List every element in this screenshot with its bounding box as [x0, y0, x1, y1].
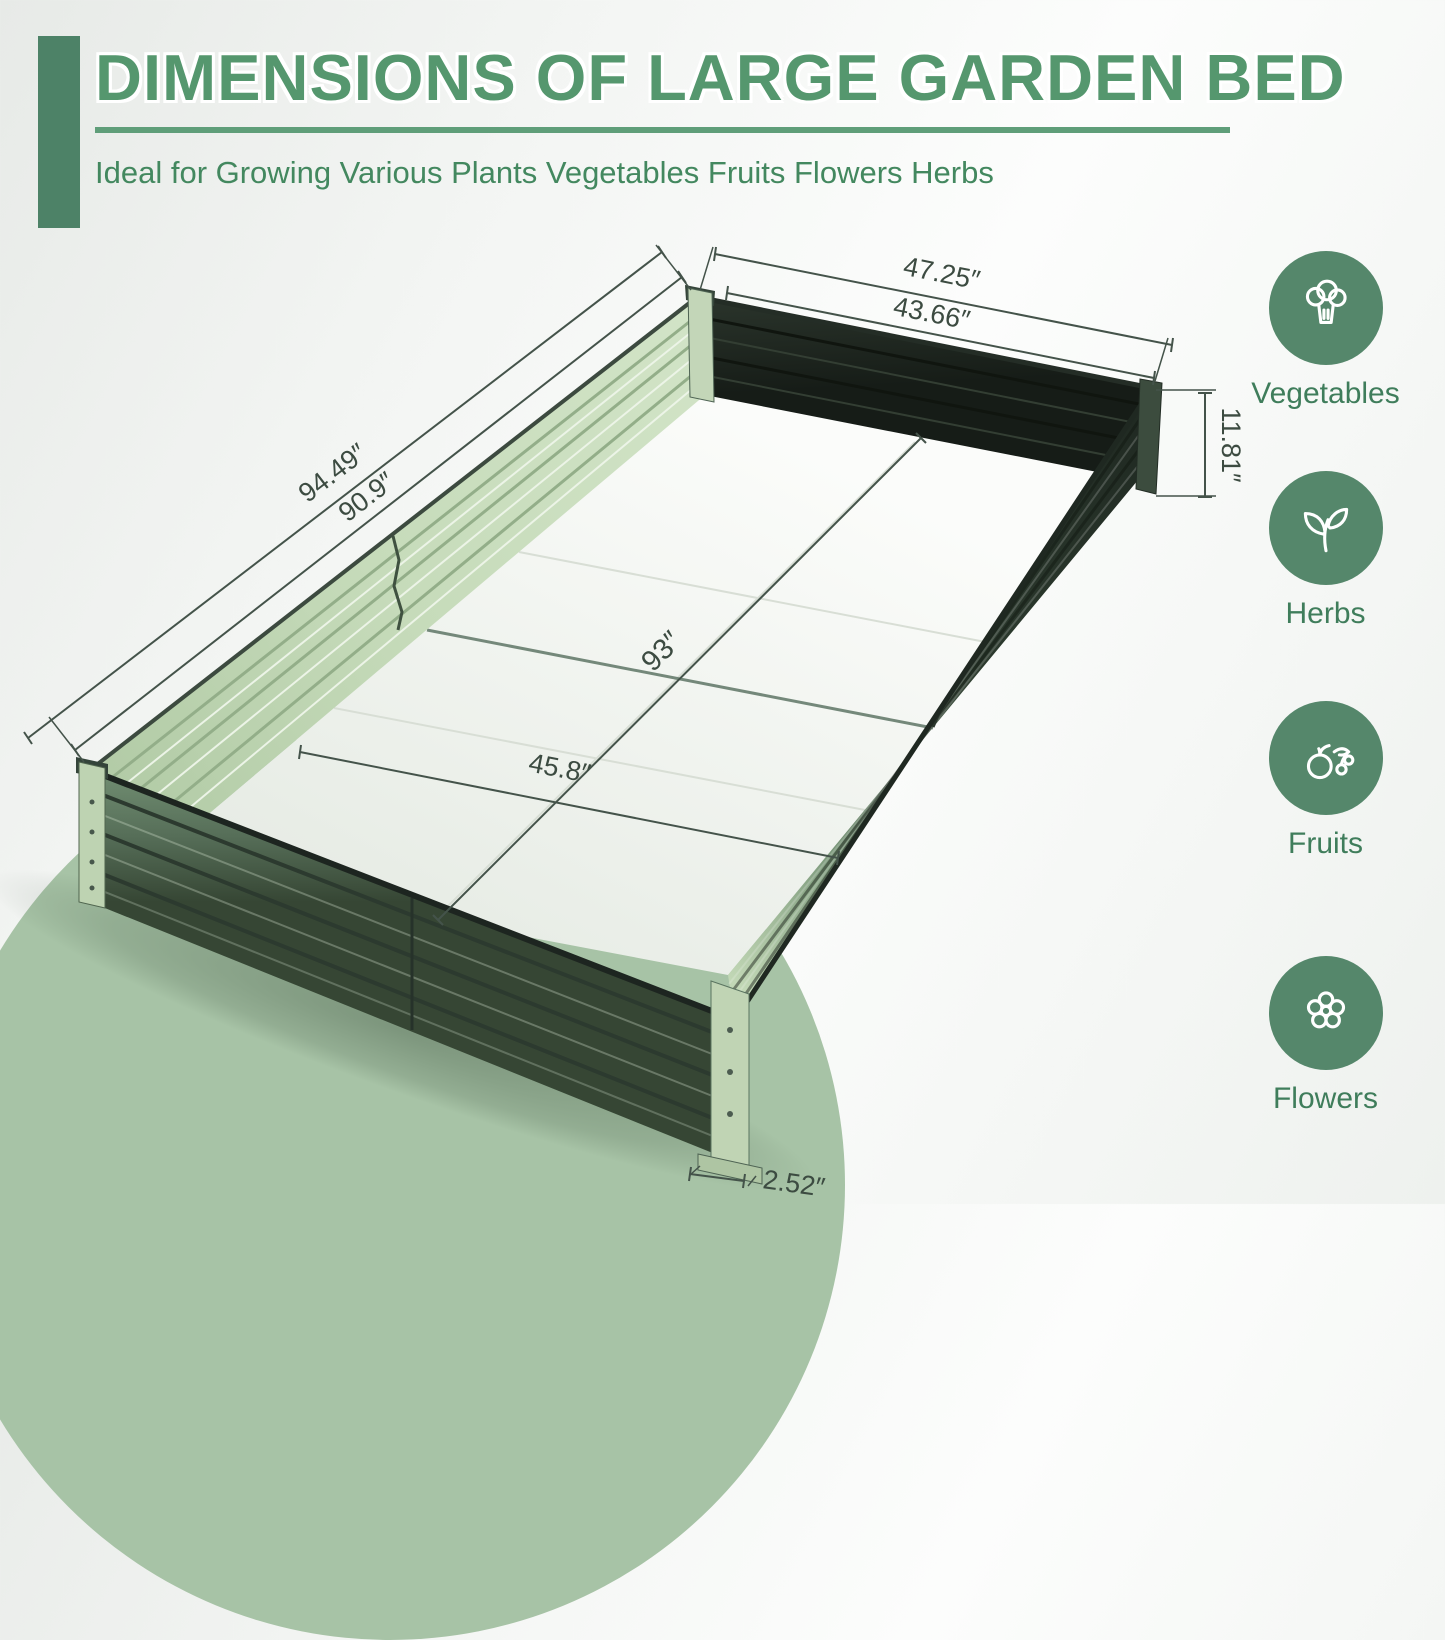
header: DIMENSIONS OF LARGE GARDEN BED Ideal for…: [95, 40, 1346, 191]
dim-label-height: 11.81″: [1216, 407, 1246, 483]
rim-trim: [88, 294, 1155, 1023]
fruits-circle: [1268, 701, 1383, 815]
left-wall-corrugation: [99, 313, 705, 851]
right-wall: [728, 388, 1152, 1020]
back-wall: [697, 297, 1152, 480]
category-flowers: Flowers: [1238, 956, 1413, 1116]
category-label: Herbs: [1285, 597, 1366, 630]
corner-post-front: [697, 980, 763, 1185]
front-wall-corrugation: [89, 788, 736, 1146]
category-label: Fruits: [1288, 827, 1363, 860]
dim-label-outer-width: 47.25″: [901, 251, 983, 296]
category-fruits: Fruits: [1238, 701, 1413, 861]
fruit-icon: [1306, 744, 1354, 780]
garden-bed: [76, 285, 1163, 1185]
broccoli-icon: [1305, 279, 1347, 324]
corner-post-left: [76, 757, 108, 909]
flowers-circle: [1268, 956, 1383, 1070]
corner-foot-plate: [697, 1153, 763, 1185]
herb-leaf-icon: [1303, 507, 1348, 553]
corner-post-right: [1135, 378, 1163, 495]
category-column: Vegetables Herbs: [1238, 0, 1413, 1204]
herbs-circle: [1268, 471, 1383, 585]
page-title: DIMENSIONS OF LARGE GARDEN BED: [95, 41, 1346, 114]
category-herbs: Herbs: [1238, 471, 1413, 631]
dimension-annotations: [23, 244, 1216, 1189]
category-label: Flowers: [1272, 1082, 1378, 1115]
category-label: Vegetables: [1251, 377, 1400, 410]
dim-label-corner-foot: 2.52″: [761, 1164, 827, 1202]
category-vegetables: Vegetables: [1238, 251, 1413, 411]
flower-icon: [1306, 991, 1345, 1029]
vegetables-circle: [1268, 251, 1383, 365]
garden-bed-diagram: 47.25″ 43.66″ 94.49″ 90.9″ 11.81″ 93″ 45…: [0, 244, 1246, 1203]
back-wall-corrugation: [698, 315, 1150, 463]
accent-bar: [38, 36, 80, 228]
corner-post-back: [685, 285, 715, 403]
title-underline: [95, 127, 1230, 133]
bed-floor: [148, 395, 1138, 975]
page-subtitle: Ideal for Growing Various Plants Vegetab…: [95, 155, 994, 190]
